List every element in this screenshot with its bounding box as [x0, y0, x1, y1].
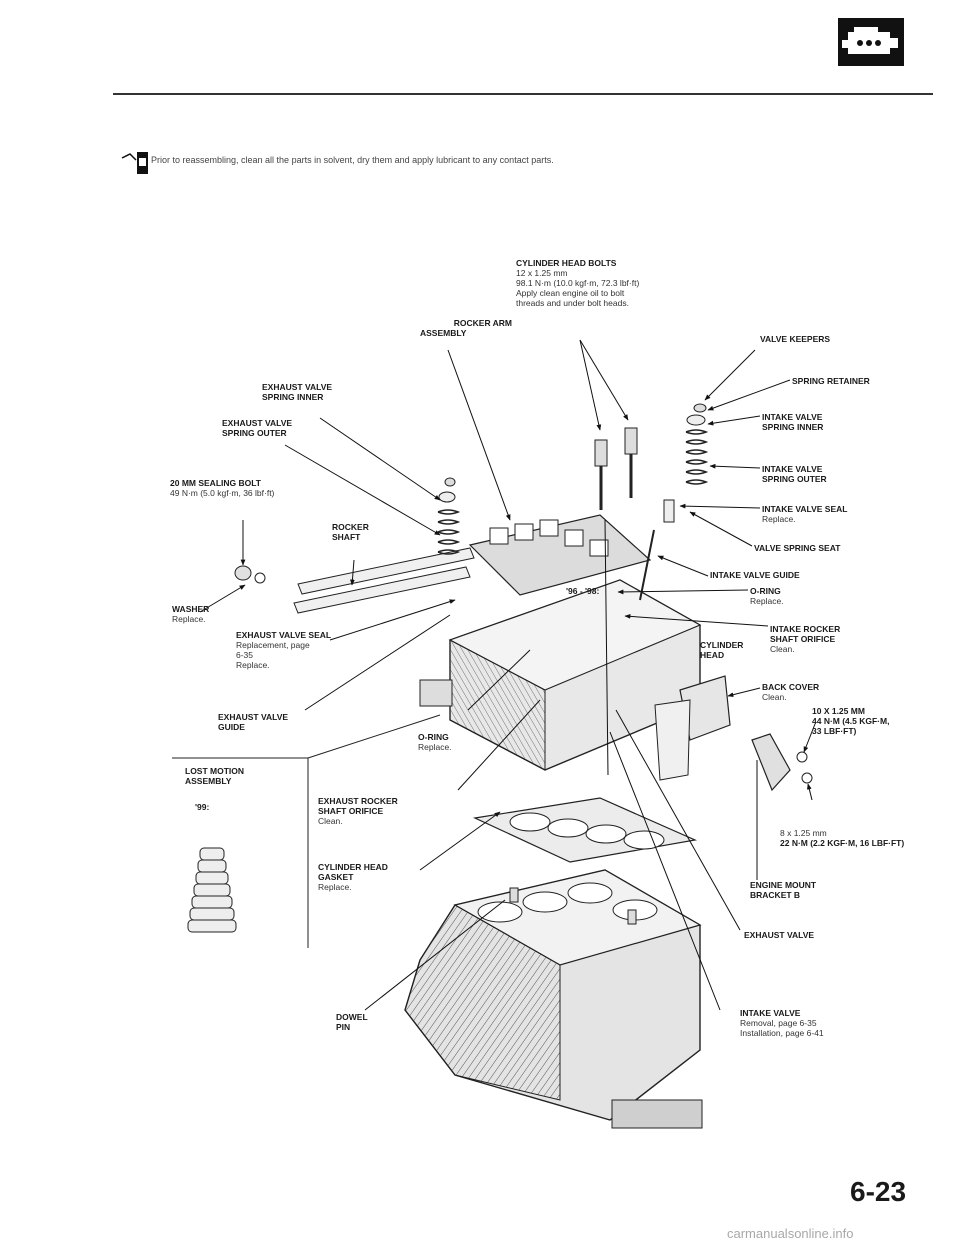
note-text: Prior to reassembling, clean all the par…	[151, 155, 554, 165]
label-exhaust-rocker-shaft-orifice: EXHAUST ROCKER SHAFT ORIFICE Clean.	[318, 796, 398, 826]
label-spring-retainer: SPRING RETAINER	[792, 376, 870, 386]
label-lost-motion-assembly: LOST MOTION ASSEMBLY '99:	[185, 766, 245, 812]
label-cylinder-head-gasket: CYLINDER HEAD GASKET Replace.	[318, 862, 388, 892]
label-exhaust-valve-seal: EXHAUST VALVE SEAL Replacement, page 6-3…	[236, 630, 332, 670]
rocker-shafts-part	[293, 547, 475, 614]
label-dowel-pin: DOWEL PIN	[336, 1012, 368, 1032]
label-exhaust-valve-guide: EXHAUST VALVE GUIDE	[218, 712, 289, 732]
label-washer: WASHER Replace.	[172, 604, 210, 624]
label-intake-rocker-shaft-orifice: INTAKE ROCKER SHAFT ORIFICE Clean.	[770, 624, 841, 654]
label-rocker-shaft: ROCKER SHAFT	[332, 522, 369, 542]
label-cylinder-head-bolts: CYLINDER HEAD BOLTS 12 x 1.25 mm 98.1 N·…	[516, 258, 640, 308]
label-intake-valve: INTAKE VALVE Removal, page 6-35 Installa…	[740, 1008, 824, 1038]
cylinder-head-part	[419, 579, 702, 771]
label-year-range: '96 - '98:	[566, 586, 600, 596]
label-o-ring-right: O-RING Replace.	[750, 586, 784, 606]
engine-block	[404, 869, 703, 1129]
engine-icon	[838, 18, 904, 66]
label-rocker-arm-assembly: ROCKER ARM ASSEMBLY	[420, 318, 512, 338]
label-cylinder-head: CYLINDER HEAD	[700, 640, 744, 660]
label-o-ring-center: O-RING Replace.	[418, 732, 452, 752]
leader-lines	[199, 339, 816, 1011]
watermark: carmanualsonline.info	[727, 1226, 854, 1241]
label-exhaust-valve-spring-inner: EXHAUST VALVE SPRING INNER	[262, 382, 333, 402]
label-intake-valve-spring-inner: INTAKE VALVE SPRING INNER	[762, 412, 824, 432]
exhaust-valve-spring-part	[437, 477, 461, 555]
label-exhaust-valve: EXHAUST VALVE	[744, 930, 815, 940]
label-bolt-8mm: 8 x 1.25 mm 22 N·m (2.2 kgf·m, 16 lbf·ft…	[780, 828, 905, 848]
header-rule	[113, 93, 933, 95]
cylinder-head-bolts-part	[594, 427, 638, 510]
cylinder-head-gasket-part	[472, 797, 698, 863]
lost-motion-inset	[172, 714, 441, 948]
label-valve-spring-seat: VALVE SPRING SEAT	[754, 543, 841, 553]
label-sealing-bolt: 20 mm SEALING BOLT 49 N·m (5.0 kgf·m, 36…	[170, 478, 275, 498]
label-back-cover: BACK COVER Clean.	[762, 682, 820, 702]
label-bolt-10mm: 10 x 1.25 mm 44 N·m (4.5 kgf·m, 33 lbf·f…	[812, 706, 890, 736]
engine-mount-bracket-part	[751, 733, 813, 792]
washer-part	[234, 565, 266, 584]
dowel-pins-part	[509, 887, 637, 925]
label-intake-valve-seal: INTAKE VALVE SEAL Replace.	[762, 504, 848, 524]
label-intake-valve-guide: INTAKE VALVE GUIDE	[710, 570, 800, 580]
label-intake-valve-spring-outer: INTAKE VALVE SPRING OUTER	[762, 464, 827, 484]
lubricate-icon	[120, 150, 150, 176]
back-cover-part	[654, 675, 731, 781]
page-number: 6-23	[850, 1176, 907, 1207]
label-engine-mount-bracket: ENGINE MOUNT BRACKET B	[750, 880, 817, 900]
intake-valve-spring-part	[639, 403, 709, 601]
label-valve-keepers: VALVE KEEPERS	[760, 334, 831, 344]
label-exhaust-valve-spring-outer: EXHAUST VALVE SPRING OUTER	[222, 418, 293, 438]
